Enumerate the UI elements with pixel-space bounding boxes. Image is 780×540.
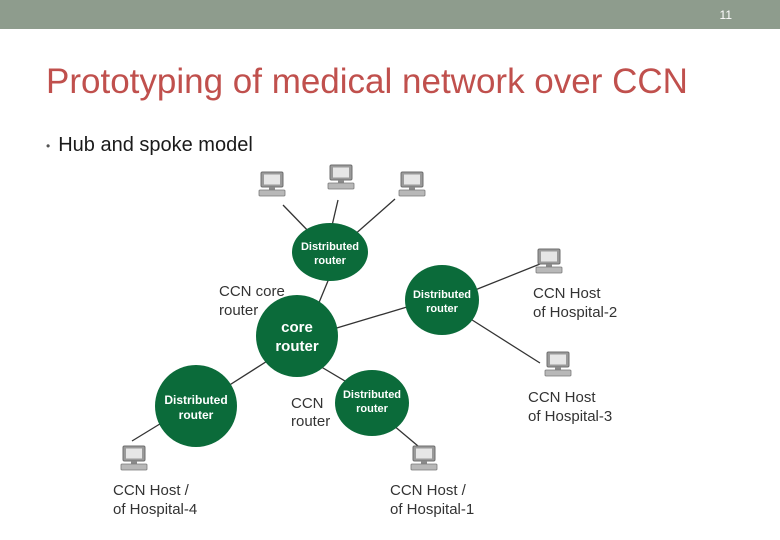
label-ccn-router: CCN router — [291, 395, 330, 430]
link-dr-top-pc3 — [352, 198, 396, 237]
top-bar: 11 — [0, 0, 780, 29]
node-label-line1: Distributed — [413, 289, 471, 301]
node-label-line2: router — [356, 403, 389, 415]
bullet-item: • Hub and spoke model — [46, 134, 253, 157]
link-core-dr-right — [329, 306, 408, 331]
link-dr-right-pc-host3 — [468, 317, 541, 364]
label-line2: router — [219, 302, 258, 319]
label-host-hospital-3: CCN Host of Hospital-3 — [528, 389, 612, 425]
link-dr-bottom-pc-host1 — [392, 424, 419, 447]
label-ccn-core-router: CCN core router — [219, 283, 285, 319]
node-label-line1: Distributed — [343, 389, 401, 401]
node-label-line1: core — [281, 319, 313, 336]
label-line2: of Hospital-1 — [390, 501, 474, 518]
label-line1: CCN Host — [533, 285, 601, 302]
computer-icon — [398, 171, 426, 197]
bullet-text: Hub and spoke model — [58, 134, 253, 156]
link-core-dr-left — [227, 357, 273, 387]
computer-icon — [120, 445, 148, 471]
label-line1: CCN Host — [528, 389, 596, 406]
label-line1: CCN Host / — [113, 482, 190, 499]
computer-icon — [327, 164, 355, 190]
node-distributed-router-bottom: Distributed router — [335, 370, 409, 436]
node-label-line2: router — [426, 303, 459, 315]
label-line2: of Hospital-4 — [113, 501, 197, 518]
computer-icon — [535, 248, 563, 274]
node-distributed-router-left: Distributed router — [155, 365, 237, 447]
node-distributed-router-top: Distributed router — [292, 223, 368, 281]
node-label-line1: Distributed — [164, 393, 227, 407]
link-dr-right-pc-host2 — [474, 263, 541, 291]
label-line1: CCN — [291, 395, 324, 412]
slide-number: 11 — [719, 8, 732, 22]
node-distributed-router-right: Distributed router — [405, 265, 479, 335]
computer-icon — [410, 445, 438, 471]
computer-icon — [544, 351, 572, 377]
node-label-line1: Distributed — [301, 241, 359, 253]
label-host-hospital-4: CCN Host / of Hospital-4 — [113, 482, 197, 518]
label-line1: CCN Host / — [390, 482, 467, 499]
node-label-line2: router — [275, 338, 319, 355]
label-host-hospital-2: CCN Host of Hospital-2 — [533, 285, 617, 321]
label-line2: router — [291, 413, 330, 430]
label-line2: of Hospital-2 — [533, 304, 617, 321]
label-line2: of Hospital-3 — [528, 408, 612, 425]
node-core-router: core router — [256, 295, 338, 377]
slide-title: Prototyping of medical network over CCN — [46, 62, 688, 101]
label-line1: CCN core — [219, 283, 285, 300]
node-label-line2: router — [179, 408, 214, 422]
node-label-line2: router — [314, 255, 347, 267]
computer-icon — [258, 171, 286, 197]
bullet-dot-icon: • — [46, 138, 51, 153]
label-host-hospital-1: CCN Host / of Hospital-1 — [390, 482, 474, 518]
